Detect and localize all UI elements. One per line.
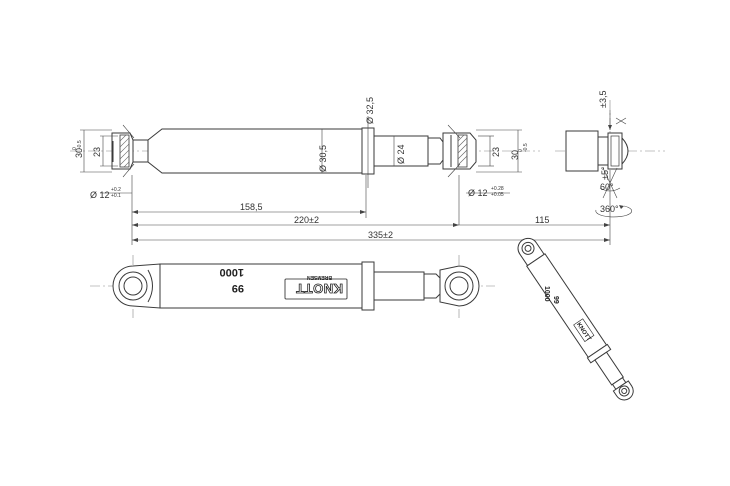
plan-view: KNOTT BREMSEN 1000 99: [90, 255, 495, 318]
side-elevation-view: 30 0 -0.5 23 Ø 12 +0.2 +0.1 Ø 32,5 Ø 30,…: [70, 97, 611, 245]
dim-pin-tol-lower-right: +0.05: [491, 192, 504, 198]
dim-angle-60: 60°: [600, 182, 614, 192]
dim-eye-inner-left: 23: [92, 147, 102, 157]
dim-115: 115: [535, 215, 549, 225]
cylinder-tube: [147, 127, 375, 175]
dim-eye-inner-right: 23: [491, 147, 501, 157]
knott-logo: KNOTT BREMSEN: [284, 274, 348, 300]
right-eye-section: [442, 132, 477, 170]
dim-tube-inner: Ø 30,5: [318, 145, 328, 172]
part-number-mark: 1000: [220, 266, 244, 278]
iso-part-number: 1000: [543, 286, 550, 302]
logo-text: KNOTT: [296, 281, 343, 296]
dim-pin-right: Ø 12: [468, 188, 488, 198]
left-dimensions: [80, 124, 135, 245]
iso-variant: 99: [552, 296, 559, 304]
dim-eye-height-tol2-right: -0.5: [523, 143, 529, 152]
dim-eye-height-right: 30: [510, 150, 520, 160]
dim-rotation: 360°: [600, 204, 619, 214]
end-view: [555, 100, 665, 218]
dim-eye-height-tol-left: 0: [72, 147, 78, 150]
dim-335: 335±2: [368, 230, 393, 240]
dim-eye-height-tol2-left: -0.5: [77, 140, 83, 149]
dim-rod-dia: Ø 24: [396, 144, 406, 164]
dim-pin-left: Ø 12: [90, 190, 110, 200]
dim-tube-outer: Ø 32,5: [365, 97, 375, 124]
dim-220: 220±2: [294, 215, 319, 225]
dim-eye-height-left: 30: [74, 148, 84, 158]
dim-pin-tol-lower-left: +0.1: [111, 193, 121, 199]
variant-mark: 99: [232, 282, 244, 294]
dim-pin-tol-upper-right: +0.28: [491, 186, 504, 192]
dim-angle-small: ±5°: [600, 166, 610, 180]
isometric-view: KNOTT: [517, 237, 634, 401]
tube-dimensions: [321, 116, 395, 218]
right-dimensions: [447, 124, 522, 225]
left-eye-section: [111, 132, 148, 170]
dim-pin-tol-upper-left: +0.2: [111, 187, 121, 193]
dim-158: 158,5: [240, 202, 263, 212]
dim-play: ±3,5: [598, 91, 608, 108]
piston-rod: [373, 135, 444, 167]
dim-eye-height-tol-right: 0: [518, 149, 524, 152]
logo-subtext: BREMSEN: [307, 274, 332, 280]
